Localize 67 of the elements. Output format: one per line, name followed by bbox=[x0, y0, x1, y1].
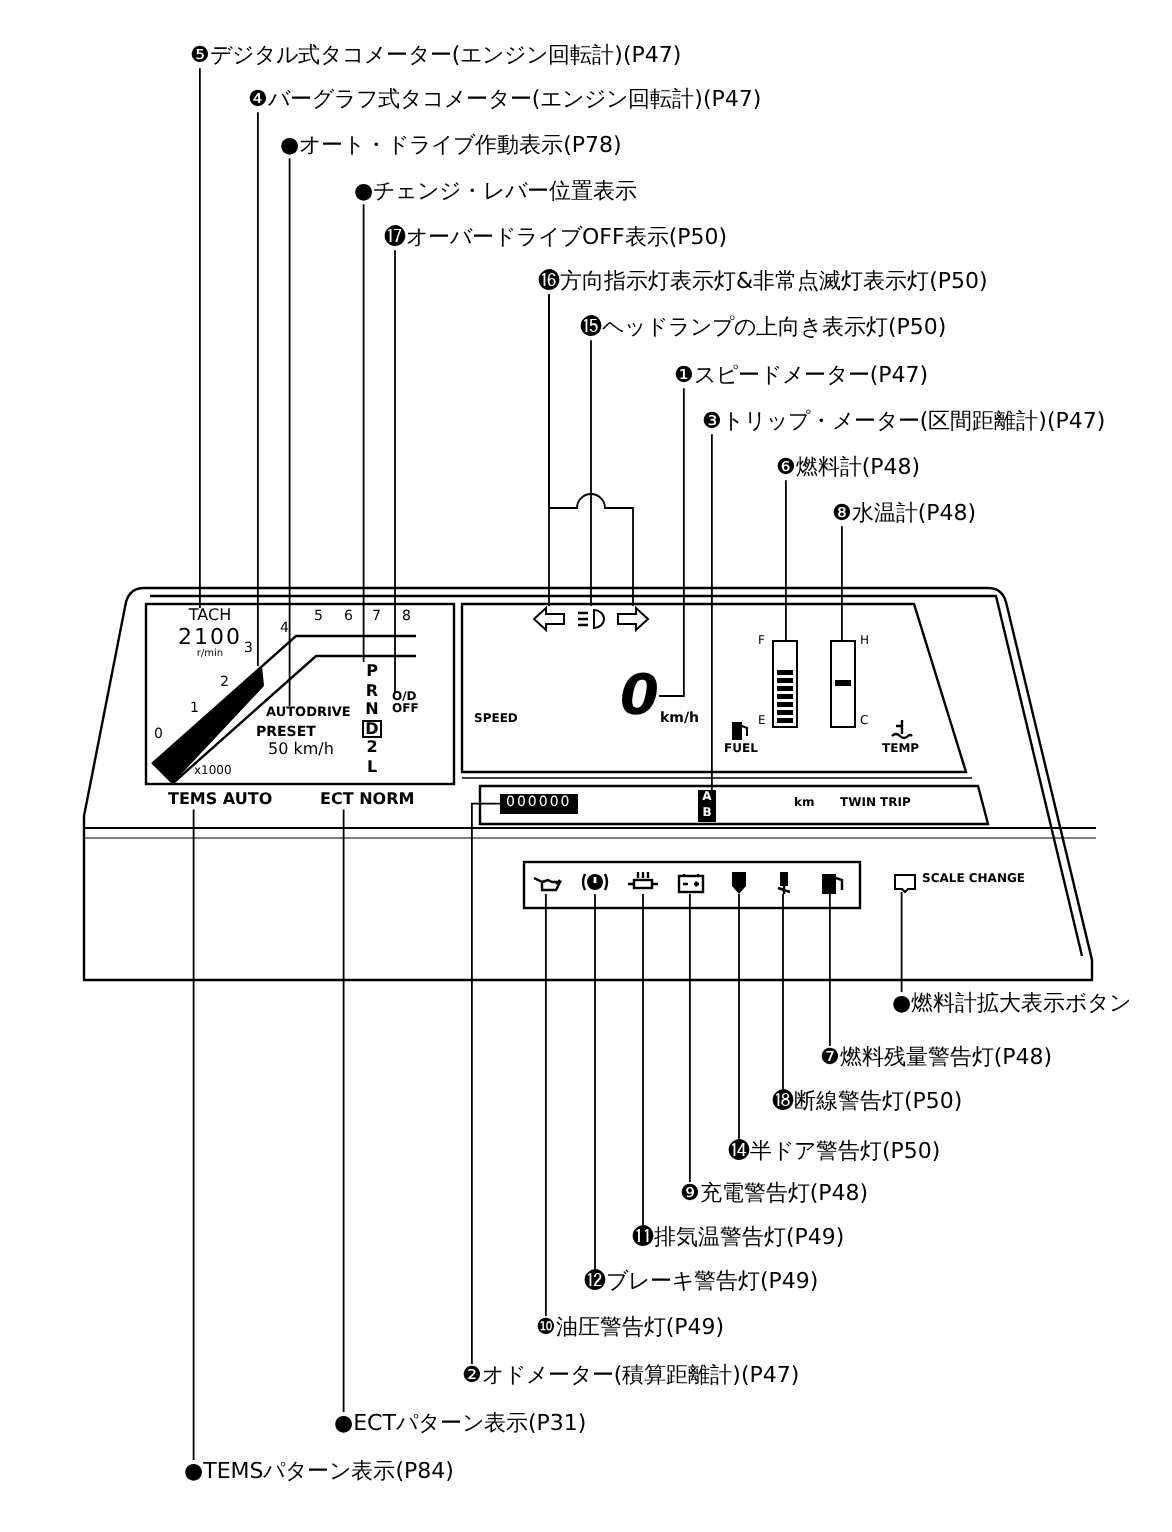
callout-text: ⓱オーバードライブOFF表示(P50) bbox=[384, 226, 728, 251]
display-text: 2100 bbox=[176, 625, 244, 650]
indicator-text: TEMS AUTO bbox=[168, 792, 273, 810]
leader-line bbox=[471, 802, 501, 1365]
callout-text: ⓮半ドア警告灯(P50) bbox=[728, 1140, 941, 1165]
callout-text: ●ECTパターン表示(P31) bbox=[334, 1412, 587, 1437]
indicator-text: ECT NORM bbox=[320, 792, 415, 810]
exhaust-icon bbox=[628, 870, 658, 894]
arrow-icon bbox=[616, 606, 650, 632]
callout-text: ❺デジタル式タコメーター(エンジン回転計)(P47) bbox=[190, 44, 682, 69]
leader-line bbox=[199, 67, 201, 609]
callout-text: ❼燃料残量警告灯(P48) bbox=[820, 1046, 1053, 1071]
callout-text: ❿油圧警告灯(P49) bbox=[536, 1316, 725, 1341]
callout-text: ❹バーグラフ式タコメーター(エンジン回転計)(P47) bbox=[248, 88, 762, 113]
leader-line bbox=[829, 893, 831, 1047]
fuel-gauge bbox=[772, 640, 798, 728]
callout-text: ●燃料計拡大表示ボタン bbox=[892, 992, 1132, 1017]
arrow-icon bbox=[532, 606, 566, 632]
leader-line bbox=[841, 525, 843, 641]
gear-letter: L bbox=[364, 757, 380, 776]
scale-change-button bbox=[894, 874, 916, 892]
leader-line bbox=[394, 249, 396, 693]
callout-text: ❶スピードメーター(P47) bbox=[674, 364, 929, 389]
speed-readout: 0 bbox=[620, 668, 659, 724]
display-text: TACH bbox=[186, 608, 234, 626]
leader-line bbox=[738, 893, 740, 1141]
leader-line bbox=[785, 479, 787, 641]
display-text: 50 km/h bbox=[268, 742, 334, 760]
callout-text: ❾充電警告灯(P48) bbox=[680, 1182, 869, 1207]
callout-text: ⓬ブレーキ警告灯(P49) bbox=[584, 1270, 819, 1295]
callout-text: ●TEMSパターン表示(P84) bbox=[184, 1460, 454, 1485]
leader-line bbox=[689, 893, 691, 1183]
leader-line bbox=[594, 893, 596, 1271]
gear-letter: 2 bbox=[364, 738, 380, 757]
fuel-pump-icon bbox=[816, 870, 846, 894]
leader-line bbox=[590, 339, 592, 607]
callout-text: ●チェンジ・レバー位置表示 bbox=[354, 180, 638, 205]
leader-line bbox=[342, 808, 345, 1413]
callout-text: ❻燃料計(P48) bbox=[776, 456, 921, 481]
callout-text: ⓰方向指示灯表示灯&非常点滅灯表示灯(P50) bbox=[538, 270, 988, 295]
leader-line bbox=[642, 893, 644, 1227]
battery-icon bbox=[676, 870, 706, 894]
callout-text: ❷オドメーター(積算距離計)(P47) bbox=[462, 1364, 800, 1389]
leader-line bbox=[257, 111, 259, 667]
leader-line bbox=[658, 387, 685, 697]
trip-display bbox=[698, 790, 716, 822]
callout-text: ⓲断線警告灯(P50) bbox=[772, 1090, 963, 1115]
callout-text: ⓯ヘッドランプの上向き表示灯(P50) bbox=[580, 316, 947, 341]
leader-line bbox=[288, 157, 291, 707]
callout-text: ●オート・ドライブ作動表示(P78) bbox=[280, 134, 622, 159]
headlamp-icon bbox=[576, 606, 608, 632]
leader-line bbox=[900, 891, 903, 993]
gear-letter: P bbox=[364, 662, 380, 681]
leader-line bbox=[548, 293, 634, 607]
brake-icon bbox=[580, 870, 610, 894]
temperature-gauge bbox=[830, 640, 856, 728]
leader-line bbox=[711, 433, 713, 791]
leader-line bbox=[192, 808, 195, 1461]
leader-line bbox=[545, 893, 547, 1317]
gear-letter: N bbox=[363, 700, 381, 719]
leader-line bbox=[782, 893, 784, 1091]
callout-text: ❸トリップ・メーター(区間距離計)(P47) bbox=[702, 410, 1106, 435]
gear-letter: R bbox=[363, 681, 381, 700]
callout-text: ❽水温計(P48) bbox=[832, 502, 977, 527]
leader-line bbox=[362, 203, 365, 663]
callout-text: ⓫排気温警告灯(P49) bbox=[632, 1226, 845, 1251]
gear-letter: D bbox=[362, 719, 382, 738]
